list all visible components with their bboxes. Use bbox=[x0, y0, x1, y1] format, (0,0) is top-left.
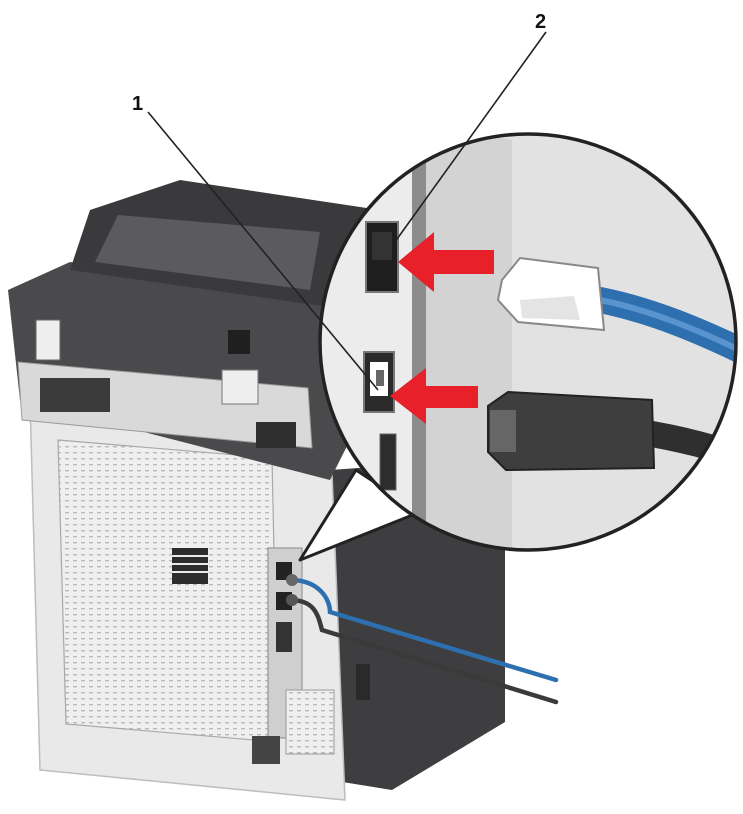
usb-arrow bbox=[390, 368, 478, 424]
printer-right-side bbox=[330, 458, 505, 790]
lower-vents bbox=[285, 689, 335, 755]
usb-connector bbox=[487, 390, 656, 472]
leader-line-1 bbox=[147, 111, 379, 391]
rear-cover-plate bbox=[57, 439, 279, 743]
callout-2: 2 bbox=[535, 11, 547, 33]
ethernet-cable-lower bbox=[287, 577, 559, 683]
rear-cover-slots bbox=[172, 548, 208, 584]
leader-line-2 bbox=[391, 31, 547, 247]
ethernet-arrow bbox=[398, 232, 494, 292]
zoom-detail bbox=[318, 132, 738, 552]
callout-1: 1 bbox=[132, 93, 144, 115]
